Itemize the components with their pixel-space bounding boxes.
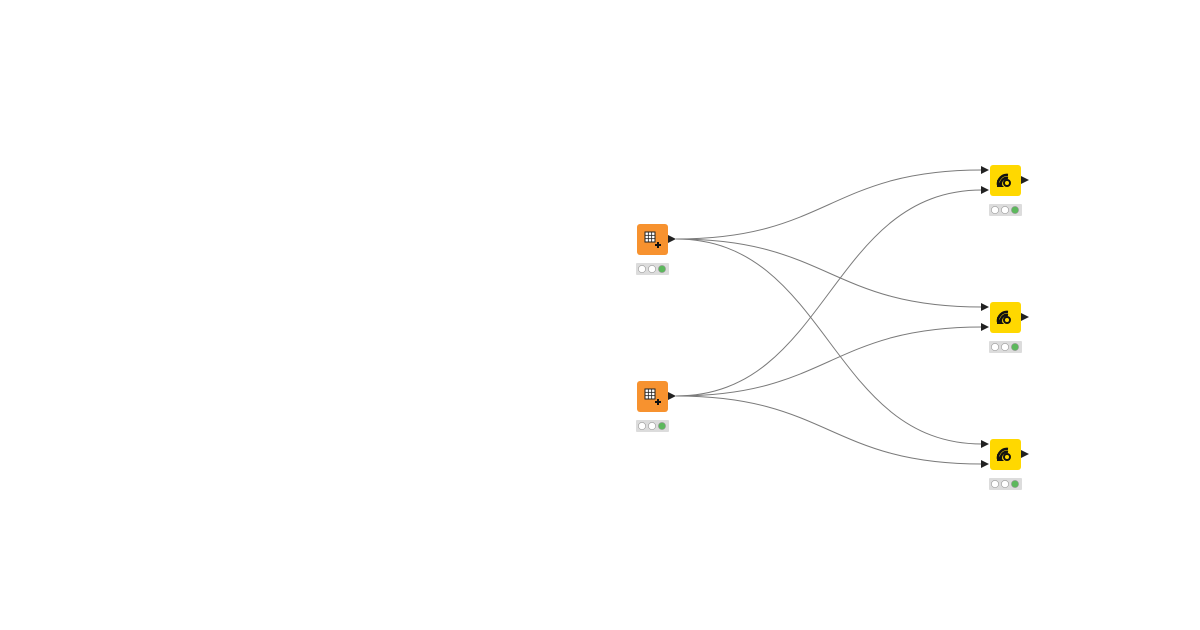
status-indicator	[636, 420, 669, 432]
connection-source-2-target-1[interactable]	[675, 189, 983, 397]
output-port[interactable]	[1021, 313, 1029, 321]
connection-source-2-target-2[interactable]	[675, 326, 983, 397]
status-indicator	[989, 478, 1022, 490]
input-port-2[interactable]	[981, 186, 989, 194]
input-port-2[interactable]	[981, 323, 989, 331]
status-light-green	[658, 422, 666, 430]
table-creator-icon	[644, 388, 661, 405]
status-light-off	[991, 480, 999, 488]
input-port-2[interactable]	[981, 460, 989, 468]
status-light-off	[1001, 343, 1009, 351]
status-light-off	[648, 422, 656, 430]
connection-source-1-target-2[interactable]	[675, 238, 983, 308]
node-target-1[interactable]	[981, 165, 1029, 216]
connections	[675, 169, 983, 465]
status-light-off	[991, 206, 999, 214]
node-source-2[interactable]	[636, 381, 676, 432]
output-port[interactable]	[1021, 450, 1029, 458]
signal-waves-icon	[996, 310, 1011, 324]
connection-source-2-target-3[interactable]	[675, 395, 983, 465]
node-target-2[interactable]	[981, 302, 1029, 353]
node-target-3[interactable]	[981, 439, 1029, 490]
status-indicator	[989, 204, 1022, 216]
status-light-off	[638, 422, 646, 430]
connection-source-1-target-3[interactable]	[675, 238, 983, 445]
signal-waves-icon	[996, 173, 1011, 187]
nodes	[636, 165, 1029, 490]
table-creator-icon	[644, 231, 661, 248]
status-light-off	[991, 343, 999, 351]
status-light-off	[1001, 480, 1009, 488]
status-light-off	[638, 265, 646, 273]
status-indicator	[989, 341, 1022, 353]
connection-source-1-target-1[interactable]	[675, 169, 983, 240]
output-port[interactable]	[668, 235, 676, 243]
node-source-1[interactable]	[636, 224, 676, 275]
input-port-1[interactable]	[981, 440, 989, 448]
status-light-green	[1011, 343, 1019, 351]
output-port[interactable]	[668, 392, 676, 400]
status-light-off	[1001, 206, 1009, 214]
output-port[interactable]	[1021, 176, 1029, 184]
status-light-off	[648, 265, 656, 273]
status-light-green	[658, 265, 666, 273]
input-port-1[interactable]	[981, 166, 989, 174]
status-light-green	[1011, 206, 1019, 214]
status-light-green	[1011, 480, 1019, 488]
signal-waves-icon	[996, 447, 1011, 461]
status-indicator	[636, 263, 669, 275]
input-port-1[interactable]	[981, 303, 989, 311]
